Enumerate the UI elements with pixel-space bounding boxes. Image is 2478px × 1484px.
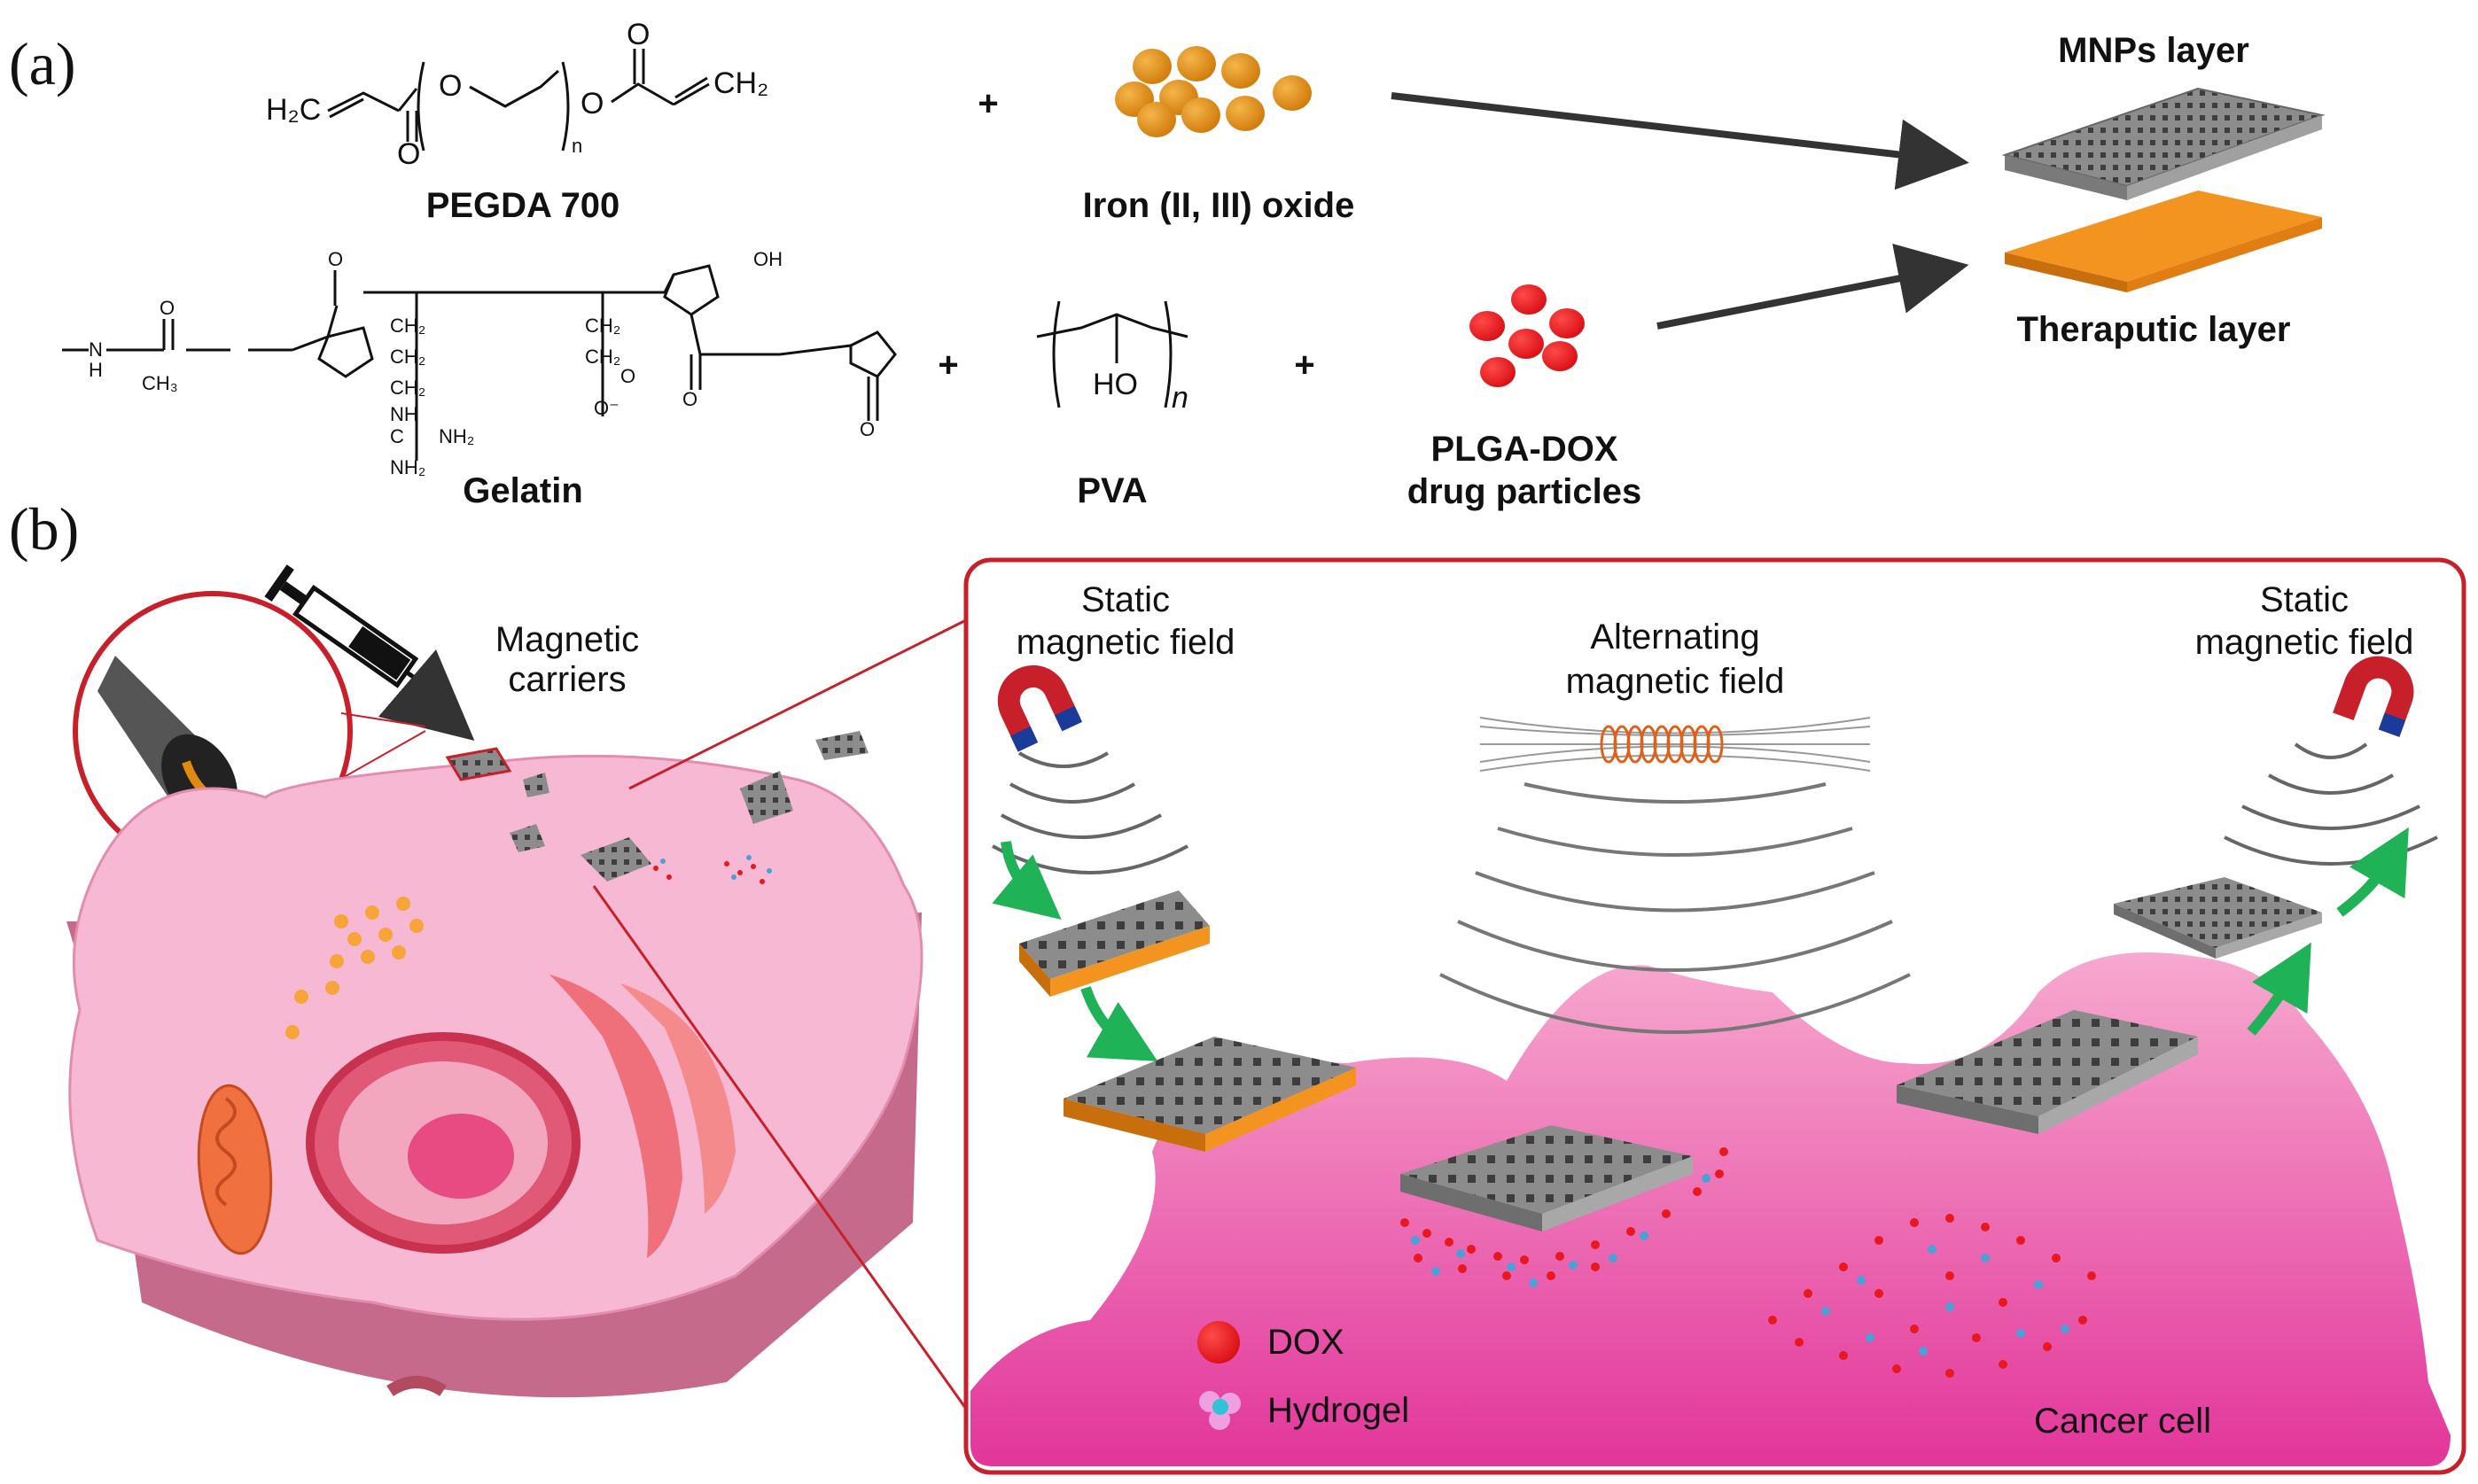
magnetic-carriers-line1: Magnetic [495,620,639,659]
cell-illustration [66,618,968,1410]
arrow-to-mnps-layer [1391,92,1969,190]
pegda-label: PEGDA 700 [426,186,620,225]
horseshoe-magnet-icon-right [2333,656,2414,737]
magnetic-carriers-line2: carriers [508,660,626,699]
pva-ho-group: HO [1093,368,1138,401]
coil-icon [1479,717,1871,772]
static-left-line1: Static [1081,580,1170,619]
gelatin-o-5: O [682,388,697,410]
gelatin-ch2-3: CH₂ [390,377,425,399]
gelatin-ch2-5: CH₂ [585,346,620,368]
pegda-structure: H₂C O O n O O CH₂ [266,18,768,171]
gelatin-nh2-2: NH₂ [390,456,425,478]
legend: DOX Hydrogel [1197,1321,1409,1430]
carrier-left-bottom [1064,1037,1356,1152]
injection-arrow [378,649,475,742]
gelatin-ch2-2: CH₂ [390,346,425,368]
pegda-carbonyl-o2: O [627,18,650,51]
dox-release-right [1768,1214,2096,1378]
therapeutic-layer-label: Theraputic layer [2016,310,2290,349]
panel-b: (b) Magnetic carriers [9,495,2466,1475]
pegda-o1: O [439,69,462,103]
hydrogel-release-right [1821,1245,2069,1356]
iron-oxide-particles [1115,46,1312,137]
horseshoe-magnet-icon [997,664,1083,752]
mnps-layer-label: MNPs layer [2058,31,2249,70]
static-right-line1: Static [2260,580,2349,619]
gelatin-c: C [390,425,404,447]
pva-label: PVA [1077,471,1147,510]
gelatin-oh: OH [753,248,783,270]
gelatin-label: Gelatin [463,471,583,510]
carrier-center [1400,1125,1693,1231]
pva-n: n [1172,381,1188,415]
gelatin-o-4: O [860,418,875,440]
mnps-layer-slab [2001,87,2326,200]
legend-dox-swatch [1197,1321,1240,1364]
gelatin-h-1: H [89,359,103,381]
pegda-n: n [572,135,582,157]
alternating-line2: magnetic field [1566,662,1785,701]
dox-release-center [1400,1147,1728,1280]
carrier-right-top [2114,877,2322,959]
gelatin-structure: N H CH₃ O O CH₂ CH₂ CH₂ NH C NH₂ NH₂ CH₂… [62,248,897,478]
static-left-line2: magnetic field [1017,623,1235,662]
plus-sign-1: + [978,84,998,123]
gelatin-nh: NH [390,403,418,425]
panel-a: (a) H₂C O O n O O CH₂ PEGDA 700 + [9,18,2326,511]
hydrogel-release-center [1411,1174,1710,1287]
pegda-right-group: CH₂ [713,66,768,100]
carrier-right-bottom [1897,1010,2198,1134]
therapeutic-layer-slab [2005,190,2322,292]
legend-hydrogel-swatch [1199,1391,1241,1430]
arrow-to-therapeutic-layer [1656,244,1969,330]
cancer-cell-label: Cancer cell [2034,1402,2211,1441]
legend-hydrogel-label: Hydrogel [1267,1391,1409,1430]
gelatin-o-1: O [160,297,175,319]
gelatin-nh2-1: NH₂ [439,425,474,447]
gelatin-o-2: O [328,248,343,270]
green-arrows [992,827,2409,1061]
legend-dox-label: DOX [1267,1323,1344,1362]
gelatin-n-1: N [89,338,103,361]
pegda-carbonyl-o: O [397,137,420,171]
pva-structure: HO n [1036,300,1188,415]
gelatin-ch3: CH₃ [142,372,178,394]
static-right-line2: magnetic field [2195,623,2414,662]
plga-label-line1: PLGA-DOX [1430,430,1617,469]
plus-sign-2: + [938,346,958,385]
gelatin-ch2-4: CH₂ [585,315,620,337]
carrier-left-top [1019,890,1210,997]
pegda-left-group: H₂C [266,93,321,127]
alternating-field-arcs [1439,782,1911,1034]
iron-oxide-label: Iron (II, III) oxide [1083,186,1355,225]
pegda-o2: O [581,87,604,120]
plus-sign-3: + [1294,346,1314,385]
gelatin-o-minus: O⁻ [594,397,620,419]
plga-dox-particles [1469,284,1585,387]
alternating-line1: Alternating [1590,618,1759,657]
zoom-frame: Static magnetic field Alternating magnet… [963,557,2466,1475]
gelatin-ch2-1: CH₂ [390,315,425,337]
gelatin-o-3: O [620,365,635,387]
panel-a-letter: (a) [9,30,75,97]
plga-label-line2: drug particles [1407,472,1642,511]
right-field-arcs [2224,742,2438,866]
panel-b-letter: (b) [9,495,79,563]
